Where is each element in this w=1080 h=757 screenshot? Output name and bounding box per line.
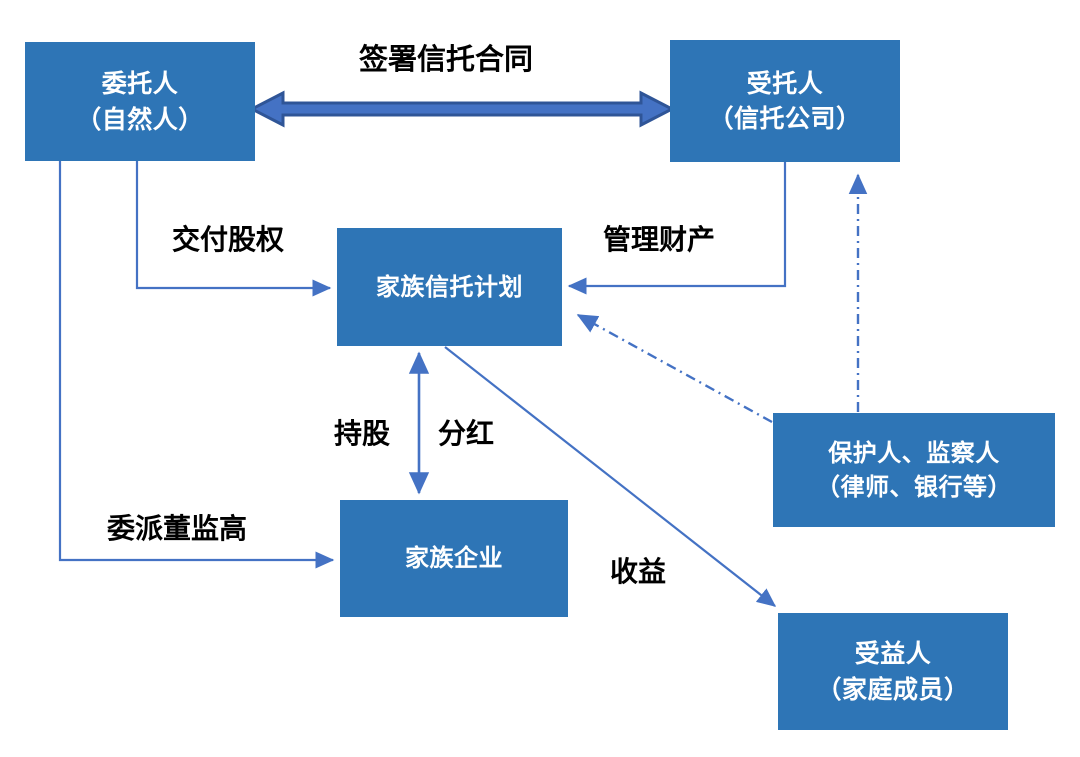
manage-assets-connector <box>567 162 787 295</box>
node-protector-line-2: （律师、银行等） <box>816 473 1012 501</box>
node-family-business-line-1: 家族企业 <box>405 544 503 573</box>
edge-label-manage-assets: 管理财产 <box>603 223 716 256</box>
sign-contract-connector <box>248 90 676 128</box>
deliver-equity-connector <box>135 161 332 297</box>
node-trust-plan-line-1: 家族信托计划 <box>376 272 523 301</box>
supervise-plan-connector <box>576 313 773 424</box>
node-beneficiary-line-2: （家庭成员） <box>816 674 970 704</box>
node-family-business[interactable]: 家族企业 <box>340 500 568 617</box>
node-trustee-line-1: 受托人 <box>746 68 824 98</box>
node-beneficiary-line-1: 受益人 <box>854 639 932 668</box>
node-trustee[interactable]: 受托人 （信托公司） <box>670 40 900 162</box>
edge-label-sign-contract: 签署信托合同 <box>359 42 534 76</box>
edge-label-deliver-equity: 交付股权 <box>172 223 285 256</box>
node-beneficiary[interactable]: 受益人 （家庭成员） <box>778 613 1008 730</box>
edge-label-appoint-execs: 委派董监高 <box>107 512 248 545</box>
edge-label-dividend: 分红 <box>438 417 495 450</box>
proceeds-connector <box>444 346 777 607</box>
node-trustee-line-2: （信托公司） <box>708 104 862 133</box>
edge-label-proceeds: 收益 <box>610 555 667 588</box>
node-protector[interactable]: 保护人、监察人 （律师、银行等） <box>773 413 1055 527</box>
node-settlor-line-2: （自然人） <box>76 104 204 134</box>
node-protector-line-1: 保护人、监察人 <box>828 438 1000 467</box>
node-settlor[interactable]: 委托人 （自然人） <box>25 42 255 161</box>
node-trust-plan[interactable]: 家族信托计划 <box>337 228 562 346</box>
edge-label-hold-shares: 持股 <box>334 417 391 450</box>
appoint-execs-connector <box>58 161 335 569</box>
node-settlor-line-1: 委托人 <box>101 69 179 98</box>
